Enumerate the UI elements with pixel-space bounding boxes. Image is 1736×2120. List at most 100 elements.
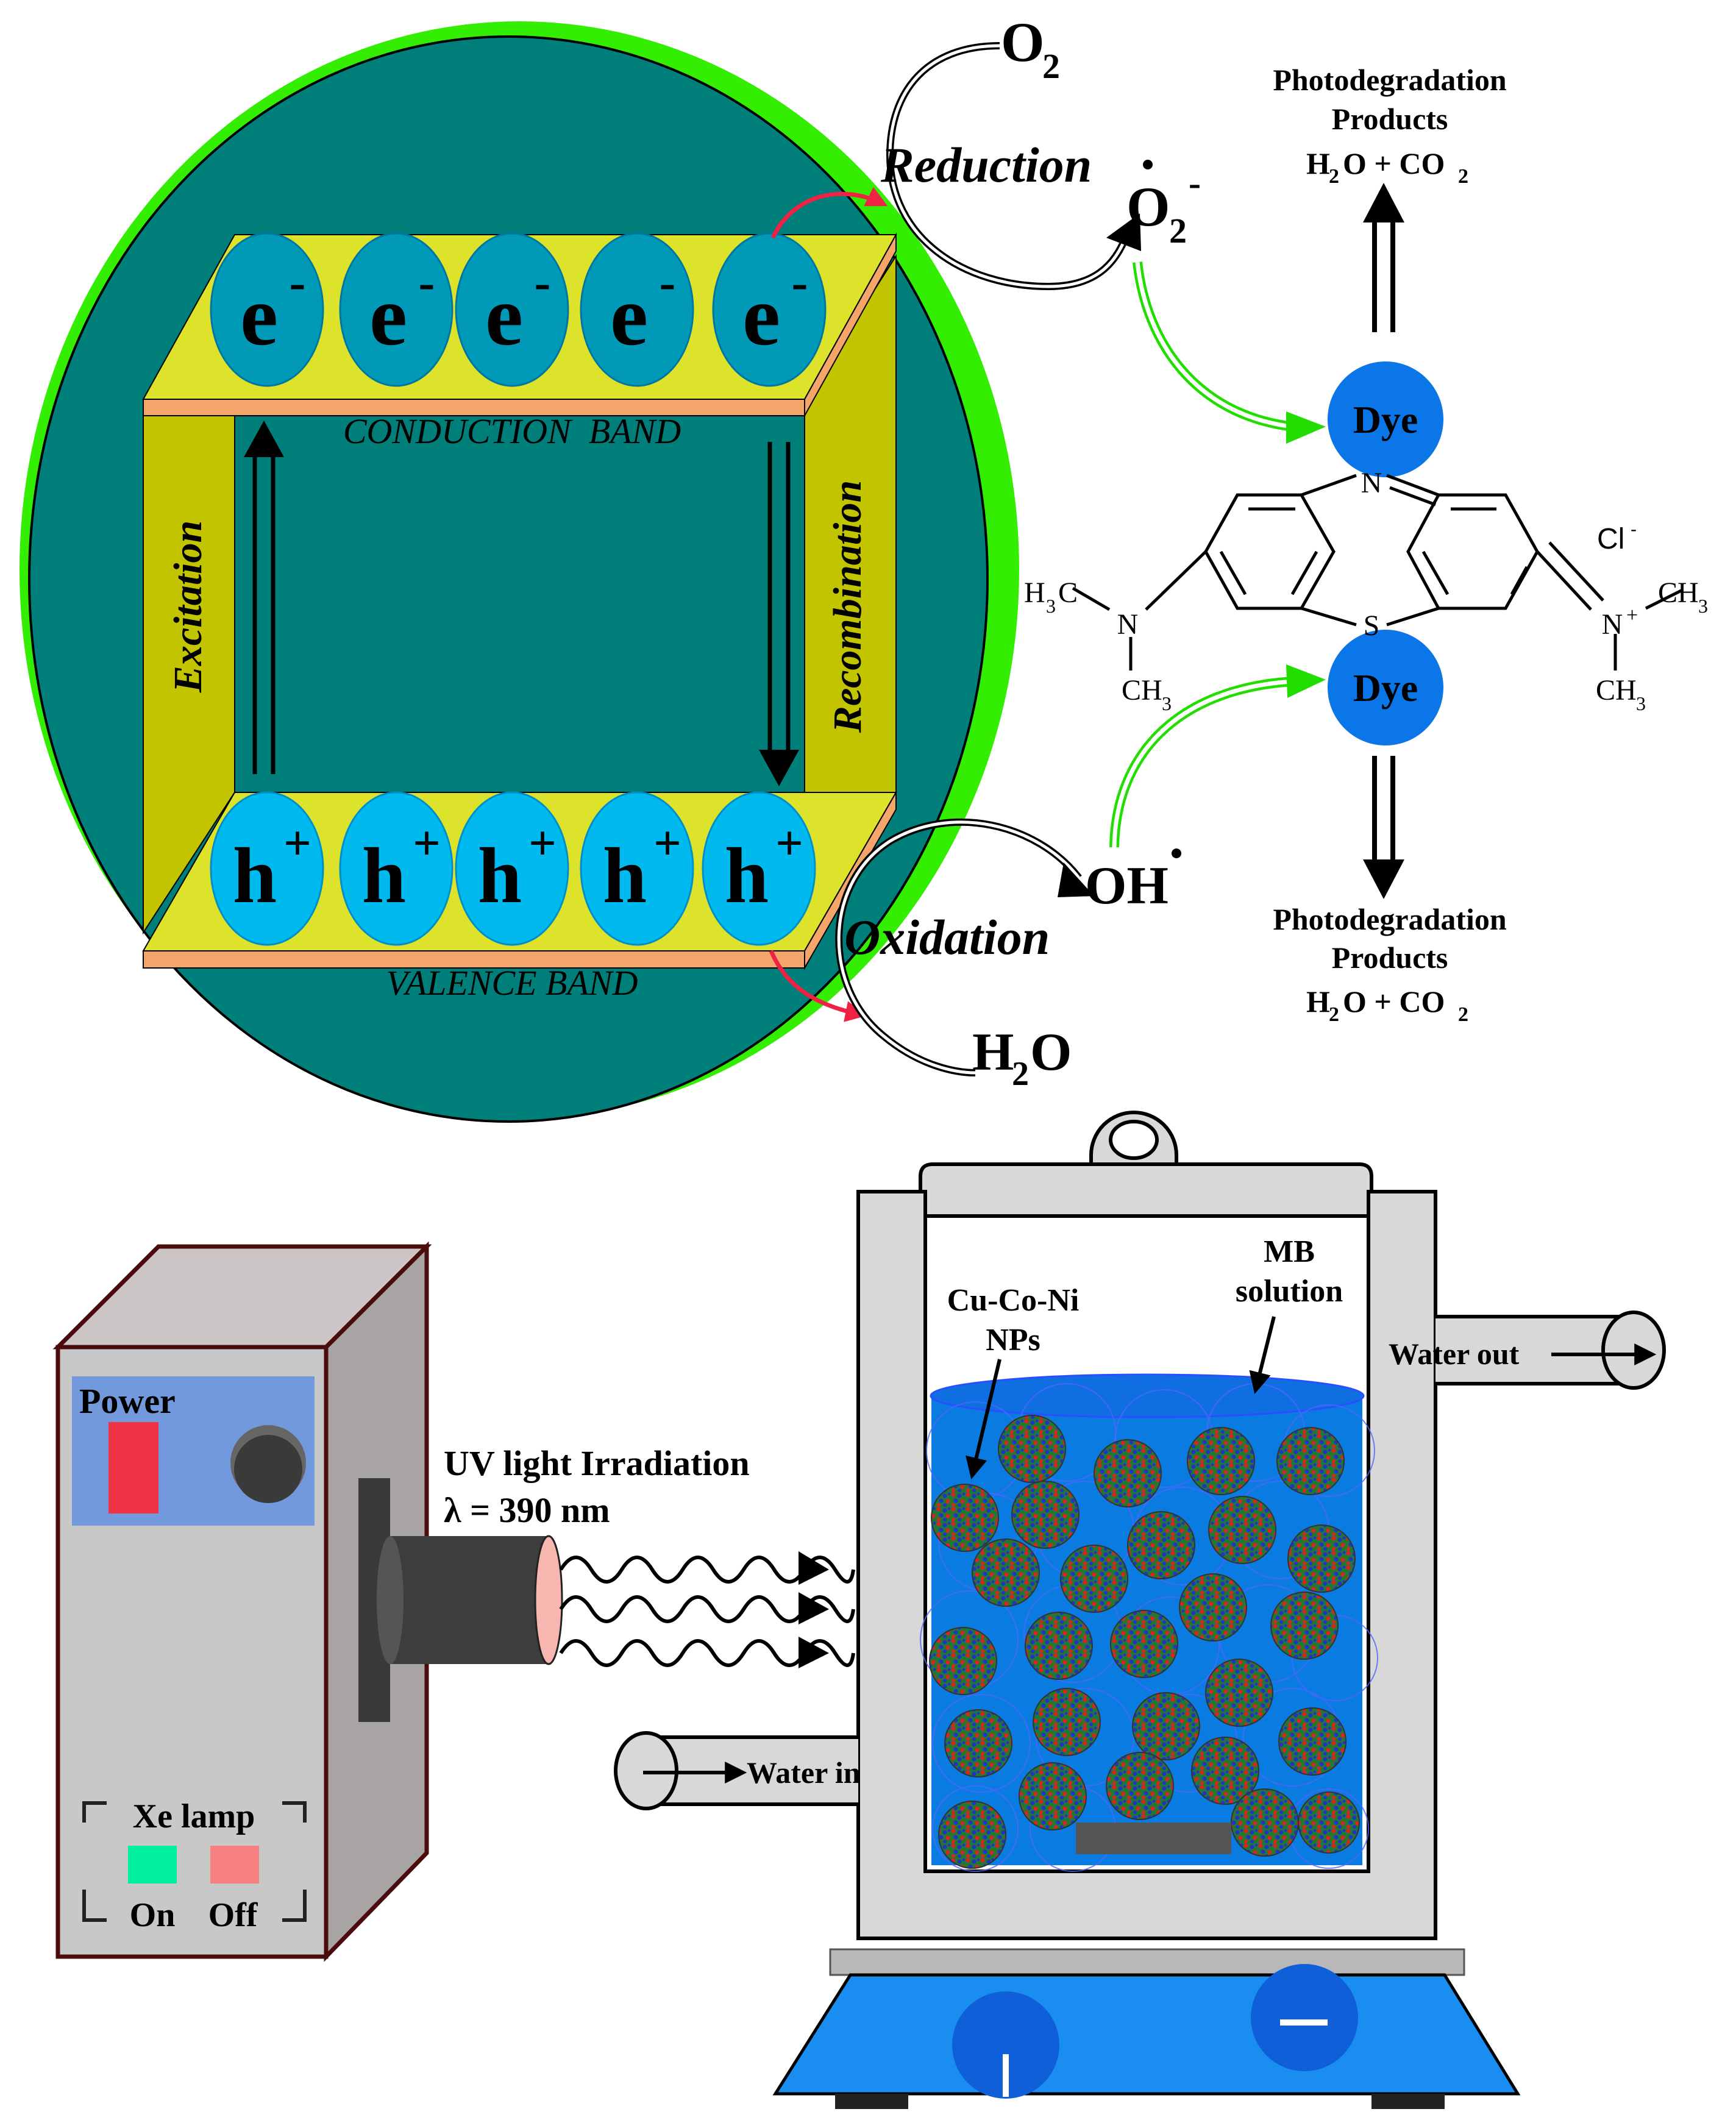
ring-sulfur: S (1364, 610, 1380, 642)
nanoparticle (1191, 1737, 1259, 1805)
radical-dot (1143, 160, 1153, 169)
hole-symbol: h (603, 832, 647, 920)
water-h: H (972, 1023, 1014, 1082)
nanoparticle (1060, 1545, 1128, 1613)
power-knob[interactable] (230, 1425, 306, 1503)
superoxide-to-dye-arrow (1133, 261, 1326, 444)
magnetic-stirrer (772, 1948, 1521, 2109)
iminium-nitrogen: N (1602, 608, 1623, 641)
nanoparticle (1278, 1707, 1346, 1776)
stirrer-speed-knob[interactable] (952, 1991, 1059, 2099)
nanoparticle (1019, 1762, 1087, 1830)
products-co2-sub: 2 (1458, 165, 1468, 188)
nanoparticle (929, 1627, 997, 1695)
nanoparticle (1106, 1752, 1174, 1820)
products-subtitle: Products (1332, 102, 1448, 136)
valence-band-label: VALENCE BAND (386, 963, 638, 1003)
dye-top: Dye (1328, 361, 1443, 477)
products-h: H (1306, 984, 1330, 1019)
oxidation-cycle (835, 818, 1094, 1076)
nanoparticle (1110, 1610, 1178, 1678)
nanoparticle (1270, 1592, 1339, 1660)
electron-symbol: e (610, 269, 648, 363)
products-title: Photodegradation (1273, 902, 1507, 936)
uv-arrowheads (799, 1551, 829, 1668)
hole-symbol: h (233, 832, 277, 920)
methyl-h3c-h: H (1024, 577, 1045, 609)
xe-lamp-panel (82, 1801, 307, 1922)
methyl-ch-right-bottom: CH (1596, 674, 1637, 706)
electron-charge: - (419, 256, 435, 310)
radical-dot (1172, 848, 1181, 858)
recombination-label: Recombination (825, 480, 870, 733)
electron-charge: - (535, 256, 551, 310)
reduction-cycle (886, 42, 1141, 291)
recombination-arrow (759, 442, 799, 786)
conduction-band-label: CONDUCTION BAND (343, 411, 681, 451)
amine-nitrogen: N (1117, 608, 1139, 641)
stirrer-heat-knob[interactable] (1251, 1964, 1358, 2071)
on-button[interactable] (128, 1846, 177, 1883)
products-subtitle: Products (1332, 941, 1448, 975)
ring-nitrogen: N (1361, 467, 1382, 499)
hole: h + (210, 791, 324, 946)
products-h: H (1306, 146, 1330, 180)
nanoparticle (1179, 1573, 1247, 1642)
dye-label: Dye (1353, 666, 1418, 710)
hole: h + (339, 791, 454, 946)
hole: h + (580, 791, 694, 946)
electron-charge: - (792, 256, 808, 310)
nanoparticle (1127, 1511, 1195, 1579)
off-button[interactable] (210, 1846, 259, 1883)
stir-bar (1076, 1823, 1231, 1854)
products-h-sub: 2 (1329, 165, 1339, 188)
water-in-label: Water in (747, 1755, 861, 1790)
nanoparticle (1205, 1659, 1273, 1727)
solution-label: MB (1264, 1234, 1315, 1269)
nanoparticle (998, 1415, 1066, 1483)
electron-symbol: e (742, 269, 780, 363)
hydroxyl-radical: OH (1085, 848, 1181, 916)
nanoparticle (931, 1484, 999, 1552)
uv-waves (559, 1556, 855, 1667)
hole-charge: + (413, 817, 441, 870)
electron: e - (455, 232, 569, 387)
hole-charge: + (528, 817, 557, 870)
nanoparticles-pointer (966, 1359, 1001, 1480)
iminium-charge: + (1626, 604, 1638, 627)
nanoparticle (944, 1709, 1012, 1777)
products-down-arrow (1363, 756, 1404, 899)
superoxide-label: O (1126, 176, 1170, 238)
irradiation-wavelength: λ = 390 nm (444, 1490, 610, 1530)
methyl-ch-right-top: CH (1658, 577, 1699, 609)
hole-charge: + (283, 817, 311, 870)
hole-row: h + h + h + h + h + (210, 791, 816, 946)
electron-symbol: e (485, 269, 523, 363)
excitation-arrow (244, 421, 284, 774)
nanoparticles (929, 1415, 1360, 1869)
methyl-sub-right-bottom: 3 (1636, 692, 1646, 714)
power-switch[interactable] (108, 1422, 158, 1514)
products-co2-sub: 2 (1458, 1003, 1468, 1026)
oxygen-subscript: 2 (1042, 46, 1060, 86)
irradiation-title: UV light Irradiation (444, 1443, 750, 1483)
superoxide-charge: - (1189, 163, 1201, 203)
molecule-labels: N S N N + Cl - H 3 C CH 3 CH 3 CH 3 (1024, 467, 1708, 714)
nanoparticle (1231, 1788, 1299, 1857)
hole-charge: + (653, 817, 681, 870)
lamp-barrel (358, 1478, 563, 1722)
hole: h + (455, 791, 569, 946)
products-h-sub: 2 (1329, 1003, 1339, 1026)
nanoparticle (1187, 1427, 1255, 1495)
electron: e - (339, 232, 454, 387)
solution-label-2: solution (1236, 1274, 1343, 1309)
oxygen-label: O (1001, 11, 1045, 73)
excitation-label: Excitation (166, 521, 210, 693)
reduction-label: Reduction (880, 137, 1092, 193)
nanoparticle (1298, 1791, 1360, 1854)
products-rest: O + CO (1343, 984, 1445, 1019)
products-bottom: Photodegradation Products H 2 O + CO 2 (1273, 902, 1507, 1026)
hydroxyl-to-dye-arrow (1109, 664, 1326, 848)
electron: e - (712, 232, 827, 387)
